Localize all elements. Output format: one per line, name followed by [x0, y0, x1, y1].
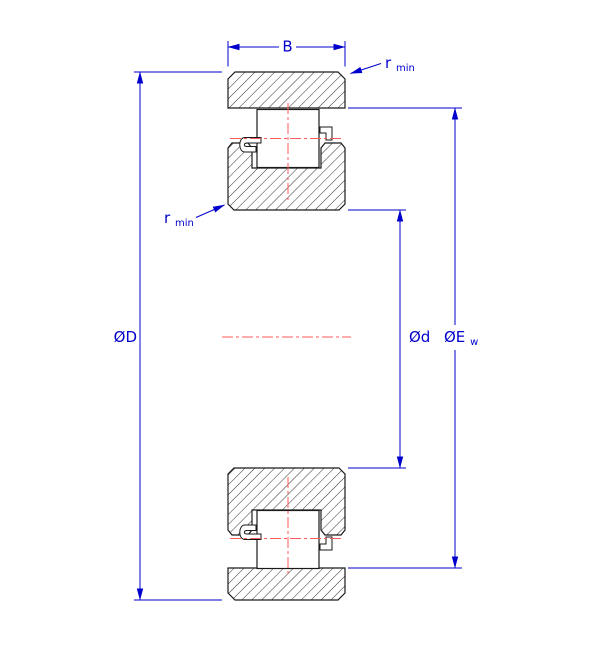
- raceway-diameter-prefix: ØE: [444, 328, 465, 346]
- leader-line: [350, 63, 382, 74]
- fillet-radius-subscript: min: [175, 218, 194, 229]
- inner-ring-bottom-section: [227, 467, 346, 536]
- fillet-radius-label-inner: r min: [164, 209, 194, 229]
- leader-line: [195, 204, 225, 218]
- centerlines: [222, 103, 351, 574]
- fillet-radius-base: r: [164, 209, 171, 227]
- cage-top-section: [239, 126, 333, 153]
- outer-diameter-label: ØD: [114, 328, 137, 346]
- outer-ring-top-section: [227, 71, 346, 109]
- outer-ring-bottom-section: [227, 567, 346, 601]
- bore-diameter-label: Ød: [409, 328, 430, 346]
- inner-ring-top-section: [227, 142, 346, 211]
- dimension-bore-diameter: Ød: [348, 209, 430, 469]
- fillet-radius-callout-top: r min: [350, 54, 415, 74]
- cage-hook-left: [239, 137, 262, 153]
- fillet-radius-base: r: [385, 54, 392, 72]
- fillet-radius-callout-inner: r min: [164, 204, 225, 229]
- fillet-radius-label-top: r min: [385, 54, 415, 74]
- fillet-radius-subscript: min: [396, 63, 415, 74]
- dimension-outer-diameter: ØD: [114, 71, 222, 601]
- bearing-cross-section: [227, 71, 346, 601]
- width-dimension-label: B: [282, 38, 292, 56]
- dimension-raceway-diameter: ØE w: [348, 107, 478, 569]
- dimension-width-B: B: [227, 38, 346, 67]
- raceway-diameter-label: ØE w: [444, 328, 478, 348]
- raceway-diameter-subscript: w: [470, 337, 478, 348]
- cage-tab-right: [319, 126, 333, 141]
